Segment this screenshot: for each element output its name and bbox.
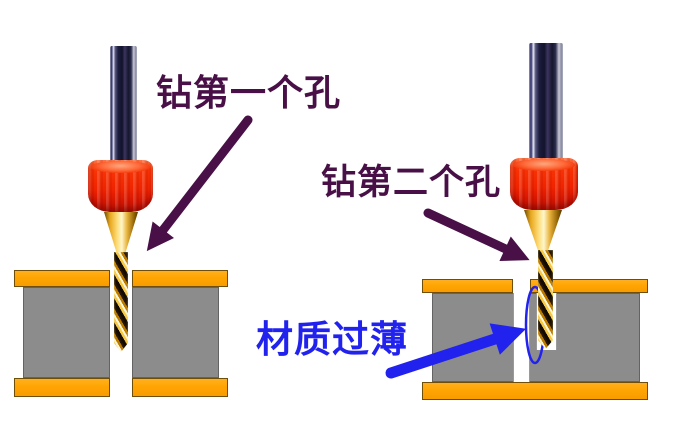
right-drill-flute [538,250,553,349]
left-drill-flute [114,252,128,352]
right-drill-shank [529,43,563,160]
left-board-bottom-copper-left [14,378,110,397]
left-board-core-right [132,287,219,378]
right-board-top-copper-left [422,279,513,293]
right-drill-ring-rim [512,159,576,171]
thin-material-label: 材质过薄 [256,319,408,360]
right-drill-taper [524,210,562,252]
first-hole-arrow [146,115,253,252]
right-board-bottom-copper [422,382,648,400]
first-hole-slot [513,293,530,382]
left-board-top-copper-right [132,270,228,287]
right-drill-depth-ring [510,158,578,210]
second-hole-arrow [423,208,530,261]
left-board-bottom-copper-right [132,378,228,397]
left-drill-ring-rim [90,161,151,173]
second-hole-label: 钻第二个孔 [321,163,502,202]
first-hole-label: 钻第一个孔 [156,72,342,113]
left-drill-taper [104,212,138,254]
left-drill-shank [110,46,137,163]
left-drill-depth-ring [88,160,153,212]
left-board-top-copper-left [14,270,110,287]
left-board-core-left [23,287,110,378]
